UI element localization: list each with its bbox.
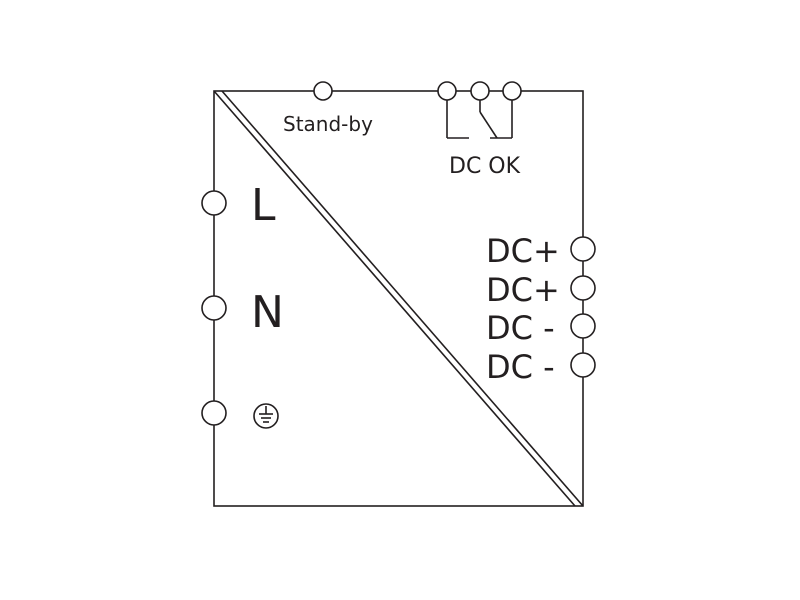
relay-terminal-3 <box>502 81 522 101</box>
line-label: L <box>251 180 276 231</box>
output-terminal-3 <box>570 313 596 339</box>
converter-diagonal <box>213 90 584 507</box>
neutral-terminal <box>201 295 227 321</box>
output-label-4: DC - <box>486 348 555 386</box>
earth-terminal <box>201 400 227 426</box>
dc-ok-relay <box>437 81 522 139</box>
standby-label: Stand-by <box>283 112 373 136</box>
neutral-label: N <box>251 287 284 338</box>
protective-earth-icon <box>253 403 279 429</box>
output-label-1: DC+ <box>486 232 560 270</box>
standby-terminal <box>313 81 333 101</box>
output-terminal-4 <box>570 352 596 378</box>
dc-ok-label: DC OK <box>449 154 521 179</box>
output-label-2: DC+ <box>486 271 560 309</box>
output-terminal-2 <box>570 275 596 301</box>
relay-terminal-2 <box>470 81 490 101</box>
output-label-3: DC - <box>486 309 555 347</box>
output-terminal-1 <box>570 236 596 262</box>
line-terminal <box>201 190 227 216</box>
relay-terminal-1 <box>437 81 457 101</box>
